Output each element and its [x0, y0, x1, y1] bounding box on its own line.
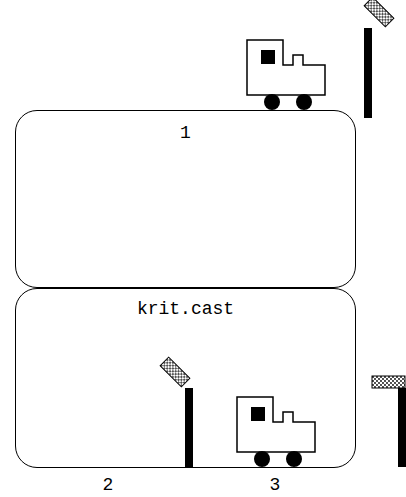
rounded-box: 1	[15, 110, 356, 288]
signal-post	[364, 0, 394, 118]
locomotive	[247, 40, 325, 110]
signal-post	[372, 376, 406, 467]
box-title: 1	[16, 123, 355, 143]
callout-number: 2	[103, 475, 114, 495]
callout-number: 3	[270, 475, 281, 495]
locomotive	[237, 397, 315, 467]
rounded-box: krit.cast	[15, 288, 356, 468]
signal-post	[160, 357, 193, 467]
box-title: krit.cast	[16, 299, 355, 319]
